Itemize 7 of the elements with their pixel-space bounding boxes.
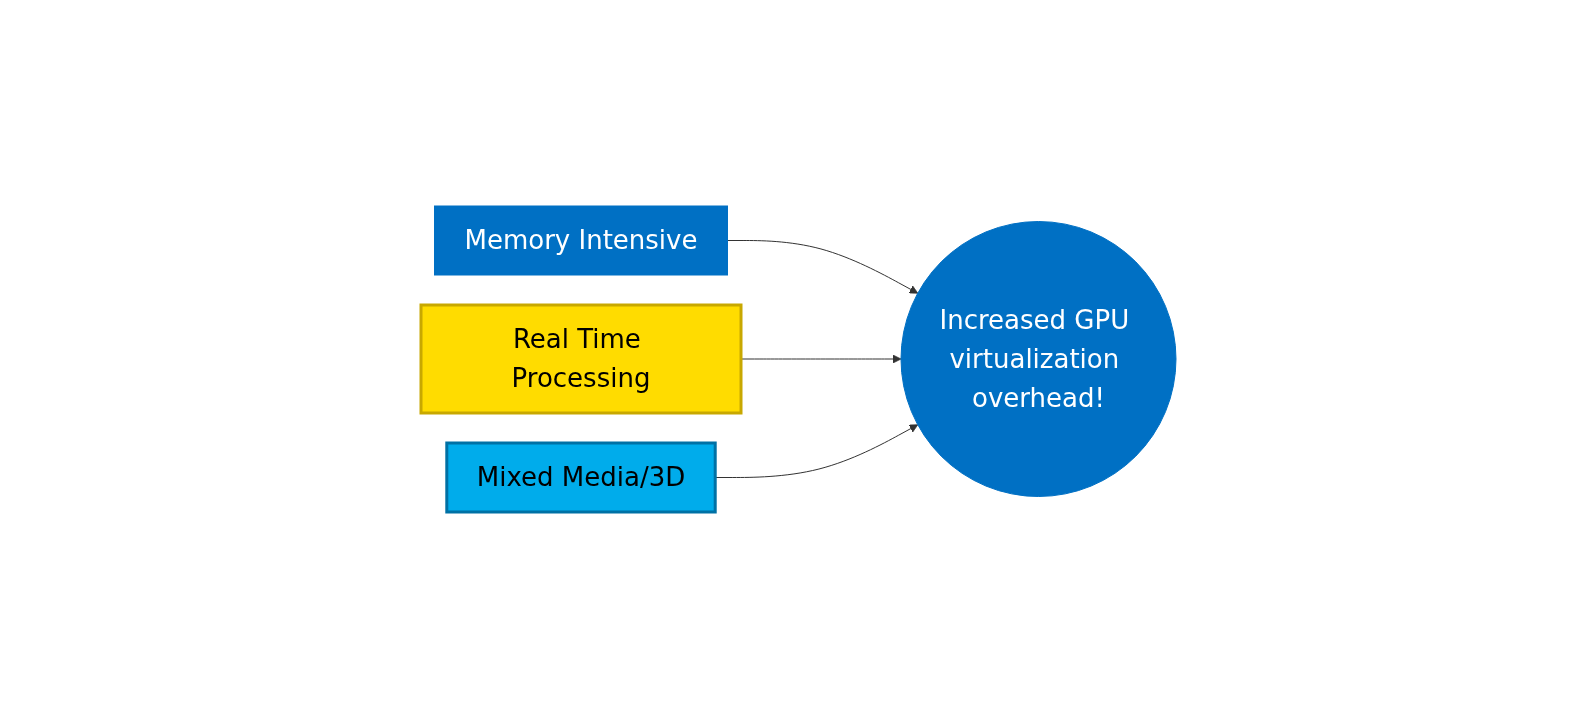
- node-box: Real Time Processing: [419, 303, 742, 415]
- node-circle: Increased GPU virtualization overhead!: [900, 221, 1176, 497]
- arrow: [740, 354, 901, 364]
- arrow: [726, 240, 918, 294]
- node-box: Memory Intensive: [433, 205, 728, 276]
- arrow: [714, 424, 918, 478]
- node-box: Mixed Media/3D: [444, 441, 717, 514]
